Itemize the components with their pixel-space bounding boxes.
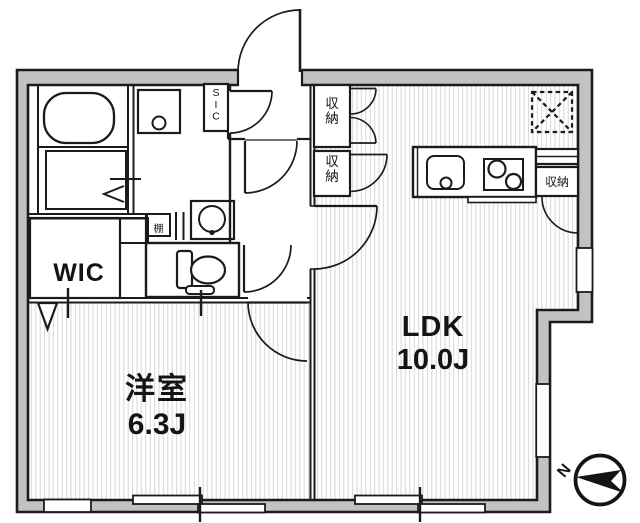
bathtub <box>42 91 116 145</box>
washer-drain-icon <box>151 115 167 131</box>
stove-burner <box>487 159 507 179</box>
entrance-opening <box>236 68 304 87</box>
washbasin-faucet-icon <box>209 229 215 236</box>
kitchen-storage-label: 収納 <box>545 175 569 189</box>
toilet-room <box>144 241 241 299</box>
closet-door-arc <box>350 116 377 144</box>
sliding-window-bedroom-pane2 <box>197 503 266 514</box>
compass-circle-icon <box>573 453 627 507</box>
shoe-closet-box <box>202 82 230 133</box>
ldk-door-arc <box>313 205 378 270</box>
bedroom-floor <box>28 302 311 500</box>
bath-folding-door-symbol <box>101 185 125 203</box>
window-right-wall <box>575 247 594 293</box>
closet-door-arc <box>350 88 377 115</box>
refrigerator-space <box>530 90 574 134</box>
bedroom-door-arc <box>247 302 308 362</box>
toilet-door-arc <box>243 244 292 293</box>
storage-top-box <box>312 83 352 149</box>
windows <box>43 247 594 522</box>
hall-door-arc <box>244 140 298 194</box>
kitchen-storage-door-arc <box>541 196 579 234</box>
wic-label: WIC <box>53 259 105 287</box>
closet-door-arc <box>350 154 388 193</box>
kitchen <box>411 90 580 204</box>
storage-mid-label: 収納 <box>325 154 339 184</box>
bathroom <box>37 85 141 214</box>
storage-mid-box <box>312 149 352 198</box>
shelf-label: 棚 <box>154 222 164 235</box>
entrance-door-arc <box>237 9 301 73</box>
stove <box>483 158 524 191</box>
wic-door-symbol <box>36 301 59 333</box>
north-label: N <box>554 461 574 481</box>
outer-walls <box>15 68 594 514</box>
stove-burner <box>504 172 523 191</box>
window-step-wall <box>535 383 551 458</box>
north-compass: N <box>554 453 627 507</box>
bedroom-name-label: 洋室 <box>125 372 189 406</box>
ldk-storage-closets <box>312 83 352 198</box>
toilet-tank <box>175 249 194 290</box>
storage-top-label: 収納 <box>325 96 339 126</box>
sink-drain-icon <box>439 176 453 190</box>
bedroom-size-label: 6.3J <box>128 408 186 441</box>
sliding-window-ldk-pane1 <box>354 494 423 505</box>
kitchen-storage-box <box>534 165 580 198</box>
doors <box>229 9 579 362</box>
toilet-bowl <box>189 255 227 285</box>
pipe-space <box>119 217 149 244</box>
ldk-size-label: 10.0J <box>397 344 470 376</box>
sliding-window-ldk-pane2 <box>417 503 486 514</box>
washroom-door-arc <box>229 90 273 134</box>
washing-machine-pan <box>136 88 182 135</box>
window-small <box>43 498 92 513</box>
sliding-window-bedroom-pane1 <box>132 494 203 505</box>
north-arrow-icon <box>576 470 624 493</box>
ldk-name-label: LDK <box>402 311 465 343</box>
